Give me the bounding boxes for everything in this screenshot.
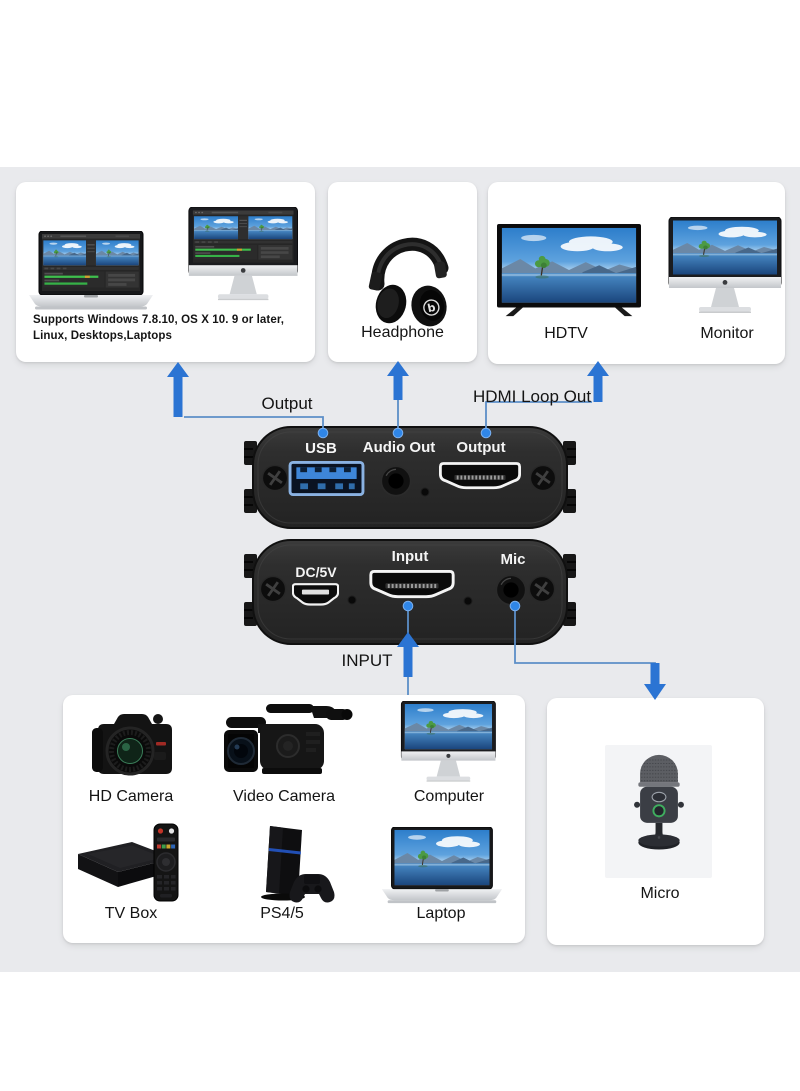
- input-callout-label: INPUT: [341, 651, 393, 670]
- tv-box-label: TV Box: [104, 905, 158, 922]
- hdmi-loop-out-callout-label: HDMI Loop Out: [472, 387, 592, 406]
- microphone-box: [547, 698, 764, 945]
- audio-out-port-label: Audio Out: [362, 439, 436, 456]
- input-port-label: Input: [391, 548, 429, 565]
- headphone-label: Headphone: [361, 324, 444, 341]
- mic-port-label: Mic: [500, 551, 526, 568]
- laptop-label: Laptop: [416, 905, 466, 922]
- micro-label: Micro: [640, 885, 680, 902]
- hd-camera-label: HD Camera: [88, 788, 174, 805]
- output-callout-label: Output: [261, 394, 313, 413]
- os-support-caption-line2: Linux, Desktops,Laptops: [33, 330, 173, 342]
- output-port-label: Output: [456, 439, 506, 456]
- ps4-5-label: PS4/5: [260, 905, 304, 922]
- monitor-label: Monitor: [700, 325, 754, 342]
- os-support-caption-line1: Supports Windows 7.8.10, OS X 10. 9 or l…: [33, 314, 285, 326]
- computer-label: Computer: [413, 788, 485, 805]
- video-camera-label: Video Camera: [233, 788, 335, 805]
- dc-5v-port-label: DC/5V: [295, 564, 337, 580]
- usb-port-label: USB: [305, 440, 337, 457]
- hdtv-label: HDTV: [544, 325, 588, 342]
- microphone-photo-background: [605, 745, 712, 878]
